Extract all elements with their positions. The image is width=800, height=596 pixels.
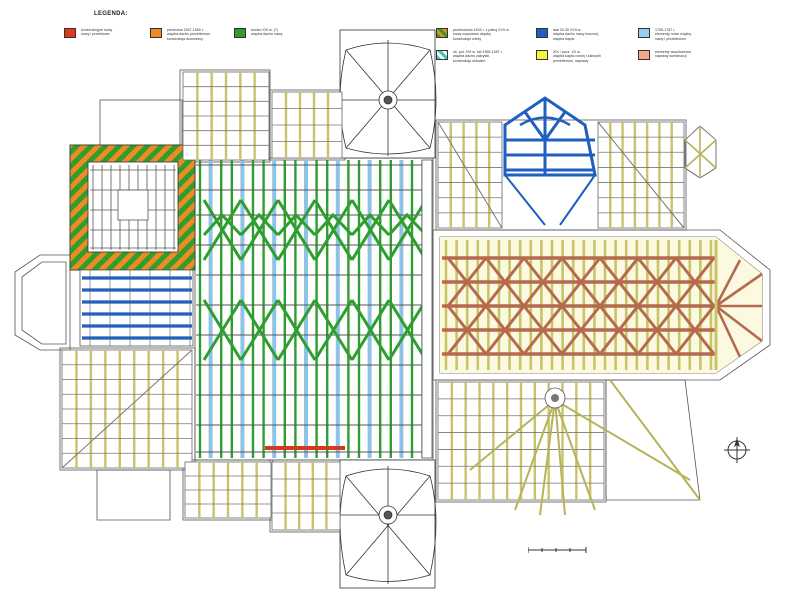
west-blue-truss (79, 269, 194, 347)
north-sacristy-blue-truss (503, 96, 597, 226)
legend-item-yellow: XIX / pocz. XX w. wiązba kaplic nowej i … (536, 50, 631, 63)
south-sacristy-fan (469, 379, 701, 516)
legend-text: przebudowa 1634 r. z pełną XVII w. nowy … (453, 28, 510, 41)
legend-item-red: konstrukcyjne nowy nowy i przebitowe (64, 28, 159, 38)
legend-item-light-blue: 1765-1767 r. elementy nowe wiązby nawy i… (638, 28, 733, 41)
legend-swatch-cyan-hatch (436, 50, 448, 60)
legend-swatch-blue (536, 28, 548, 38)
legend-swatch-red (64, 28, 76, 38)
legend-item-cyan-hatch: ok. poł. XVI w. lub 1555-1557 r. wiązba … (436, 50, 531, 63)
presbytery-truss (440, 237, 763, 373)
north-dome (338, 29, 437, 159)
legend-swatch-light-blue (638, 28, 650, 38)
legend-item-blue: lata 20-30 XVII w. wiązba dachu nawy boc… (536, 28, 631, 41)
legend-item-green: koniec XVI w. (?) wiązba dachu nawy (234, 28, 329, 38)
legend-text: pierwotna 1557-1559 r. wiązba dachu prez… (167, 28, 211, 41)
nave-truss (196, 159, 433, 459)
legend-swatch-green (234, 28, 246, 38)
legend-swatch-yellow (536, 50, 548, 60)
legend-item-salmon: elementy współczesne naprawy konstrukcji (638, 50, 733, 60)
legend-text: lata 20-30 XVII w. wiązba dachu nawy boc… (553, 28, 599, 41)
legend-swatch-salmon (638, 50, 650, 60)
legend-text: konstrukcyjne nowy nowy i przebitowe (81, 28, 113, 37)
south-dome (338, 459, 437, 589)
legend-text: 1765-1767 r. elementy nowe wiązby nawy i… (655, 28, 692, 41)
legend-text: elementy współczesne naprawy konstrukcji (655, 50, 692, 59)
legend-text: ok. poł. XVI w. lub 1555-1557 r. wiązba … (453, 50, 503, 63)
legend-text: koniec XVI w. (?) wiązba dachu nawy (251, 28, 283, 37)
legend-swatch-orange (150, 28, 162, 38)
red-element (265, 446, 345, 450)
north-compass-icon (724, 437, 750, 463)
legend-text: XIX / pocz. XX w. wiązba kaplic nowej i … (553, 50, 601, 63)
legend-swatch-green-orange (436, 28, 448, 38)
legend-item-green-orange: przebudowa 1634 r. z pełną XVII w. nowy … (436, 28, 531, 41)
legend-item-orange: pierwotna 1557-1559 r. wiązba dachu prez… (150, 28, 245, 41)
west-tower-truss (69, 144, 196, 271)
legend-title: LEGENDA: (94, 11, 128, 17)
yellow-truss-areas (61, 71, 685, 531)
ne-tower-truss (684, 126, 717, 178)
scale-bar (528, 547, 587, 553)
